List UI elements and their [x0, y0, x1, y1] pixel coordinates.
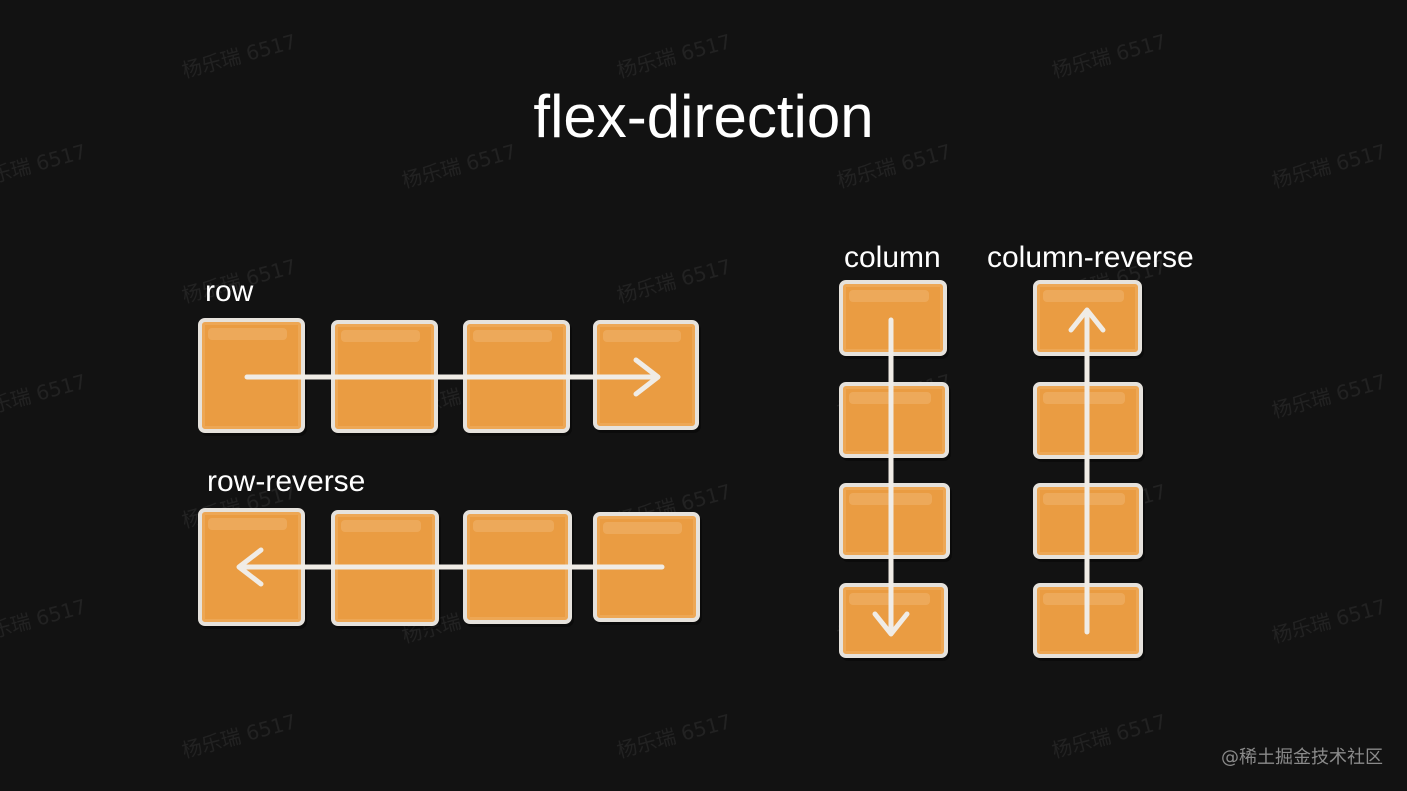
- row-reverse-flex-item: [198, 508, 305, 626]
- row-reverse-arrow-left-icon: [236, 547, 264, 587]
- row-reverse-label: row-reverse: [207, 465, 366, 498]
- site-credit: @稀土掘金技术社区: [1221, 747, 1383, 768]
- column-label: column: [844, 241, 941, 274]
- column-arrow-down-icon: [872, 611, 910, 637]
- column-flex-item: [839, 382, 949, 458]
- column-reverse-arrow-up-icon: [1068, 307, 1106, 333]
- column-flex-item: [839, 483, 950, 559]
- page-title: flex-direction: [533, 83, 874, 150]
- row-arrow-right-icon: [633, 357, 661, 397]
- row-label: row: [205, 275, 254, 308]
- column-reverse-label: column-reverse: [987, 241, 1194, 274]
